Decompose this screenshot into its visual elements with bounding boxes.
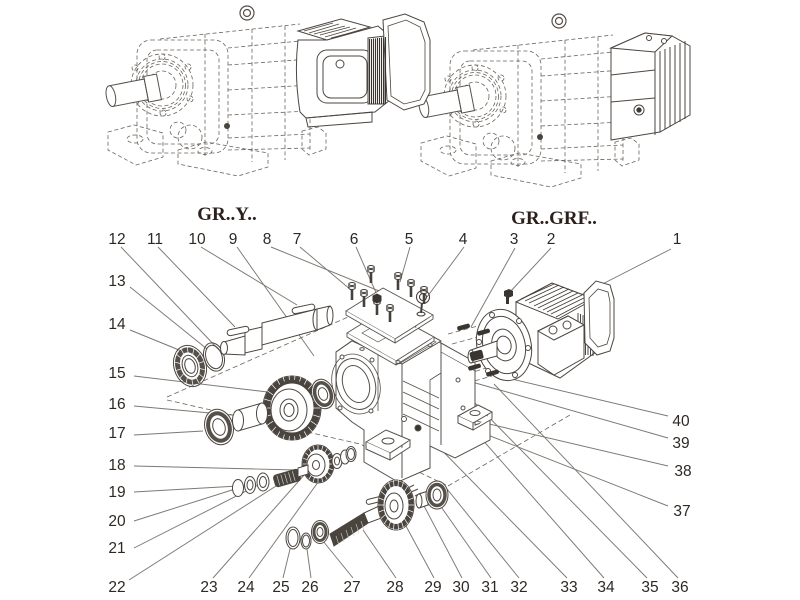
svg-text:19: 19 — [108, 484, 125, 501]
svg-text:GR..Y..: GR..Y.. — [197, 204, 256, 225]
svg-text:GR..GRF..: GR..GRF.. — [511, 208, 597, 229]
svg-text:29: 29 — [424, 579, 441, 596]
svg-text:2: 2 — [547, 231, 556, 248]
svg-text:40: 40 — [672, 413, 690, 430]
svg-text:21: 21 — [108, 540, 125, 557]
svg-text:34: 34 — [597, 579, 615, 596]
svg-text:4: 4 — [459, 231, 468, 248]
svg-text:38: 38 — [674, 463, 691, 480]
svg-text:3: 3 — [510, 231, 519, 248]
svg-text:33: 33 — [560, 579, 577, 596]
svg-text:37: 37 — [673, 503, 690, 520]
svg-text:31: 31 — [481, 579, 498, 596]
svg-text:22: 22 — [108, 579, 125, 596]
svg-text:24: 24 — [237, 579, 255, 596]
svg-text:36: 36 — [671, 579, 688, 596]
svg-text:1: 1 — [673, 231, 682, 248]
svg-text:8: 8 — [263, 231, 272, 248]
svg-text:17: 17 — [108, 425, 125, 442]
svg-text:14: 14 — [108, 316, 126, 333]
svg-text:27: 27 — [343, 579, 360, 596]
svg-text:13: 13 — [108, 273, 125, 290]
svg-text:39: 39 — [672, 435, 689, 452]
svg-text:9: 9 — [229, 231, 238, 248]
svg-text:35: 35 — [641, 579, 658, 596]
svg-text:7: 7 — [293, 231, 302, 248]
svg-text:20: 20 — [108, 513, 126, 530]
svg-text:16: 16 — [108, 396, 125, 413]
svg-text:6: 6 — [350, 231, 359, 248]
svg-text:12: 12 — [108, 231, 125, 248]
svg-text:32: 32 — [510, 579, 527, 596]
svg-text:23: 23 — [200, 579, 217, 596]
svg-text:30: 30 — [452, 579, 470, 596]
svg-text:26: 26 — [301, 579, 318, 596]
svg-text:18: 18 — [108, 457, 125, 474]
svg-text:10: 10 — [188, 231, 206, 248]
svg-text:15: 15 — [108, 365, 125, 382]
svg-text:25: 25 — [272, 579, 289, 596]
svg-text:11: 11 — [147, 231, 163, 248]
svg-text:28: 28 — [386, 579, 403, 596]
svg-text:5: 5 — [405, 231, 414, 248]
